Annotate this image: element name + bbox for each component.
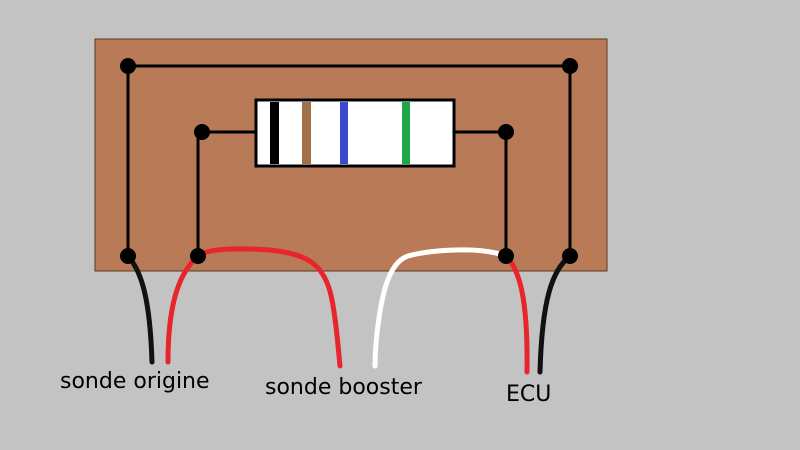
white-wire-sonde-booster [372, 247, 509, 369]
solder-point [190, 248, 206, 264]
solder-point [498, 248, 514, 264]
solder-point [498, 124, 514, 140]
solder-point [194, 124, 210, 140]
resistor-band-3 [340, 102, 348, 164]
solder-point [562, 248, 578, 264]
outer-trace [126, 64, 572, 256]
red-wire-sonde-booster [195, 246, 343, 369]
black-wire-sonde-origine [125, 253, 155, 365]
solder-points [120, 58, 578, 264]
red-wire-sonde-origine [165, 253, 201, 365]
resistor [254, 98, 456, 168]
label-sonde-origine: sonde origine [60, 369, 210, 394]
black-wire-ecu [537, 253, 573, 375]
red-wire-ecu [503, 253, 530, 375]
resistor-band-1 [270, 102, 279, 164]
label-sonde-booster: sonde booster [265, 375, 422, 400]
solder-point [120, 248, 136, 264]
resistor-band-4 [402, 102, 410, 164]
solder-point [120, 58, 136, 74]
resistor-band-2 [302, 102, 311, 164]
resistor-body [254, 98, 456, 168]
label-ecu: ECU [506, 382, 552, 407]
solder-point [562, 58, 578, 74]
